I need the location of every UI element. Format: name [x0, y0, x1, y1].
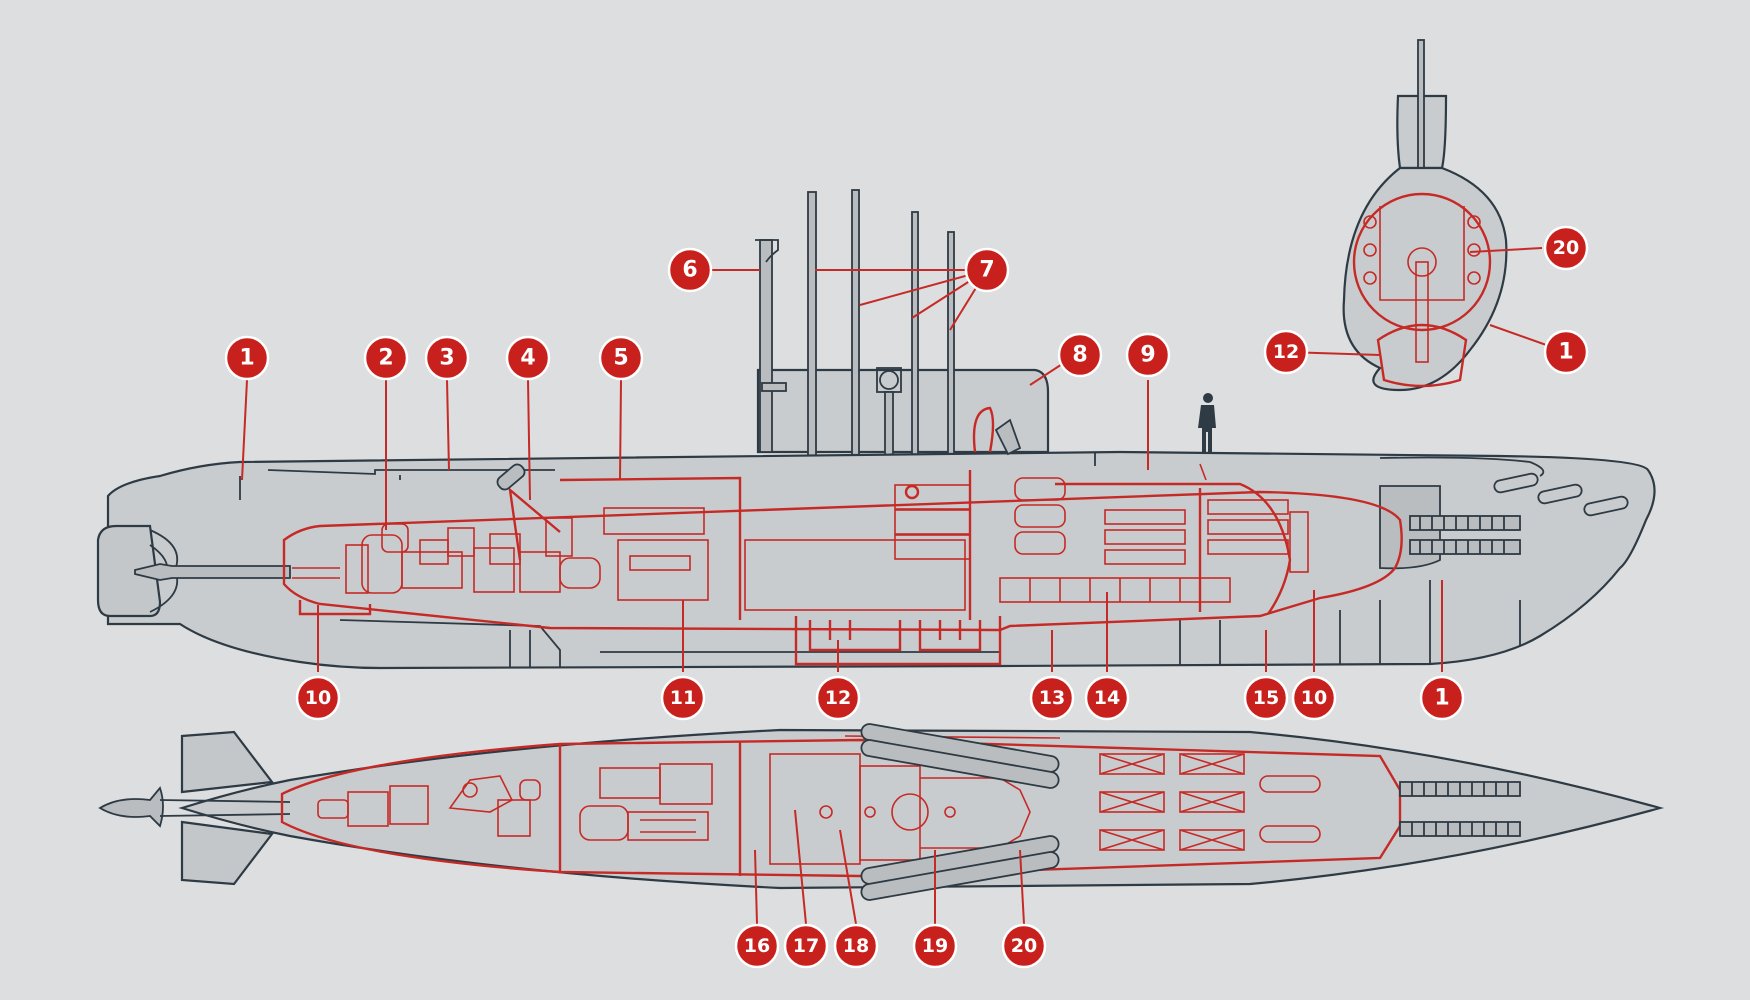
keel-tanks	[794, 616, 1002, 666]
engine-machinery-plan	[317, 753, 1031, 865]
svg-text:12: 12	[825, 687, 851, 709]
svg-text:19: 19	[922, 935, 948, 957]
stern-fins	[180, 730, 275, 886]
svg-text:20: 20	[1553, 237, 1579, 259]
callout-6: 6	[667, 247, 713, 293]
callout-1-section: 1	[1543, 329, 1589, 375]
callout-11: 11	[660, 675, 706, 721]
callout-10-stern: 10	[295, 675, 341, 721]
callout-1-stern: 1	[224, 335, 270, 381]
plan-view	[98, 723, 1665, 901]
svg-text:10: 10	[1301, 687, 1327, 709]
callout-13: 13	[1029, 675, 1075, 721]
callout-2: 2	[363, 335, 409, 381]
torpedo-storage-plan	[860, 723, 1321, 901]
leader-lines	[241, 247, 1567, 925]
engine-machinery-side	[292, 484, 971, 611]
svg-text:15: 15	[1253, 687, 1279, 709]
svg-text:5: 5	[613, 346, 628, 371]
masts	[755, 189, 955, 495]
side-elevation-view	[96, 189, 1656, 670]
callout-7: 7	[964, 247, 1010, 293]
svg-text:17: 17	[793, 935, 819, 957]
svg-text:8: 8	[1072, 343, 1087, 368]
outer-hull-plan	[178, 728, 1665, 890]
callout-18: 18	[833, 923, 879, 969]
svg-text:9: 9	[1140, 343, 1155, 368]
callout-10-bow: 10	[1291, 675, 1337, 721]
callout-16: 16	[734, 923, 780, 969]
callout-17: 17	[783, 923, 829, 969]
callout-9: 9	[1125, 332, 1171, 378]
callout-20-section: 20	[1543, 225, 1589, 271]
crewman-figure	[1198, 393, 1216, 452]
callout-1-bow: 1	[1419, 675, 1465, 721]
callout-8: 8	[1057, 332, 1103, 378]
propeller-shaft	[134, 563, 291, 581]
svg-text:6: 6	[682, 258, 697, 283]
callout-20-plan: 20	[1001, 923, 1047, 969]
cross-section-hull	[1342, 166, 1508, 392]
callout-12-side: 12	[815, 675, 861, 721]
svg-text:11: 11	[670, 687, 696, 709]
svg-text:10: 10	[305, 687, 331, 709]
svg-text:4: 4	[520, 346, 535, 371]
callout-5: 5	[598, 335, 644, 381]
bow-fairing-openings	[1493, 472, 1629, 517]
callout-15: 15	[1243, 675, 1289, 721]
callout-3: 3	[424, 335, 470, 381]
svg-text:18: 18	[843, 935, 869, 957]
svg-text:16: 16	[744, 935, 770, 957]
svg-text:12: 12	[1273, 341, 1299, 363]
torpedo-room-side	[999, 477, 1309, 603]
svg-text:3: 3	[439, 346, 454, 371]
pressure-hull-side	[282, 490, 1403, 632]
svg-text:1: 1	[1558, 340, 1573, 365]
callout-19: 19	[912, 923, 958, 969]
svg-text:13: 13	[1039, 687, 1065, 709]
svg-text:14: 14	[1094, 687, 1120, 709]
svg-text:1: 1	[1434, 686, 1449, 711]
torpedo-tubes-side	[1409, 515, 1521, 555]
svg-text:20: 20	[1011, 935, 1037, 957]
callout-14: 14	[1084, 675, 1130, 721]
callout-12-section: 12	[1263, 329, 1309, 375]
callout-4: 4	[505, 335, 551, 381]
svg-text:1: 1	[239, 346, 254, 371]
svg-text:2: 2	[378, 346, 393, 371]
torpedo-tubes-plan	[1399, 781, 1521, 837]
cross-section-view	[1342, 39, 1508, 392]
svg-text:7: 7	[979, 258, 994, 283]
